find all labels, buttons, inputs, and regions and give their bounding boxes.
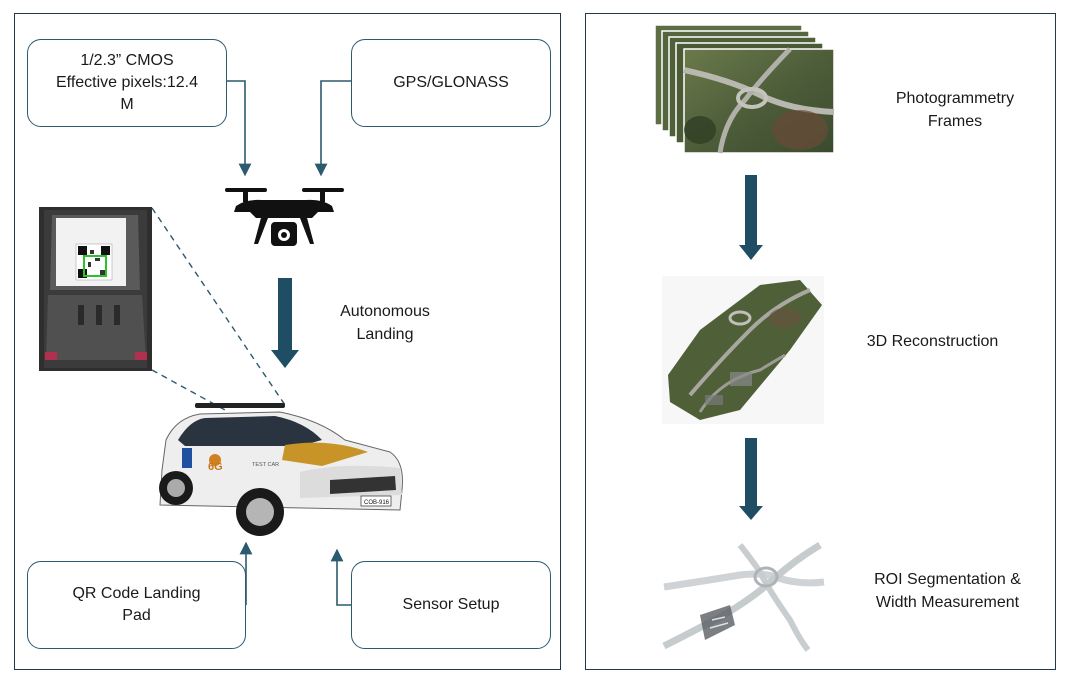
sensor-setup-text: Sensor Setup <box>402 596 500 613</box>
autonomous-landing-label: Autonomous Landing <box>340 303 430 343</box>
photogrammetry-frames-image <box>654 24 835 154</box>
camera-connector <box>227 80 252 177</box>
gps-box: GPS/GLONASS <box>351 39 551 127</box>
qr-pad-text: QR Code Landing Pad <box>72 585 201 624</box>
sensor-setup-box: Sensor Setup <box>351 561 551 649</box>
qr-pad-photo <box>39 207 152 371</box>
frames-to-reconstruction-arrow <box>739 175 763 260</box>
qr-code-icon <box>75 243 113 281</box>
segmentation-image <box>662 541 825 652</box>
photogrammetry-frames-label: Photogrammetry Frames <box>895 90 1015 130</box>
car-badge-text: 6G <box>208 461 223 473</box>
segmentation-label: ROI Segmentation & Width Measurement <box>874 571 1021 611</box>
zoom-line-top <box>151 207 286 406</box>
reconstruction-label: 3D Reconstruction <box>866 333 999 350</box>
drone-icon <box>225 188 344 246</box>
car-side-text: TEST CAR <box>252 462 279 468</box>
reconstruction-image <box>662 276 824 424</box>
license-plate-text: COB-916 <box>364 500 390 506</box>
landing-arrow <box>271 278 299 368</box>
sensor-connector <box>330 548 351 606</box>
camera-spec-box: 1/2.3” CMOS Effective pixels:12.4 M <box>27 39 227 127</box>
test-car-image <box>159 403 403 536</box>
gps-text: GPS/GLONASS <box>393 74 509 91</box>
gps-connector <box>314 80 351 177</box>
reconstruction-to-segmentation-arrow <box>739 438 763 520</box>
camera-spec-text: 1/2.3” CMOS Effective pixels:12.4 M <box>55 52 198 113</box>
qr-pad-box: QR Code Landing Pad <box>27 561 246 649</box>
